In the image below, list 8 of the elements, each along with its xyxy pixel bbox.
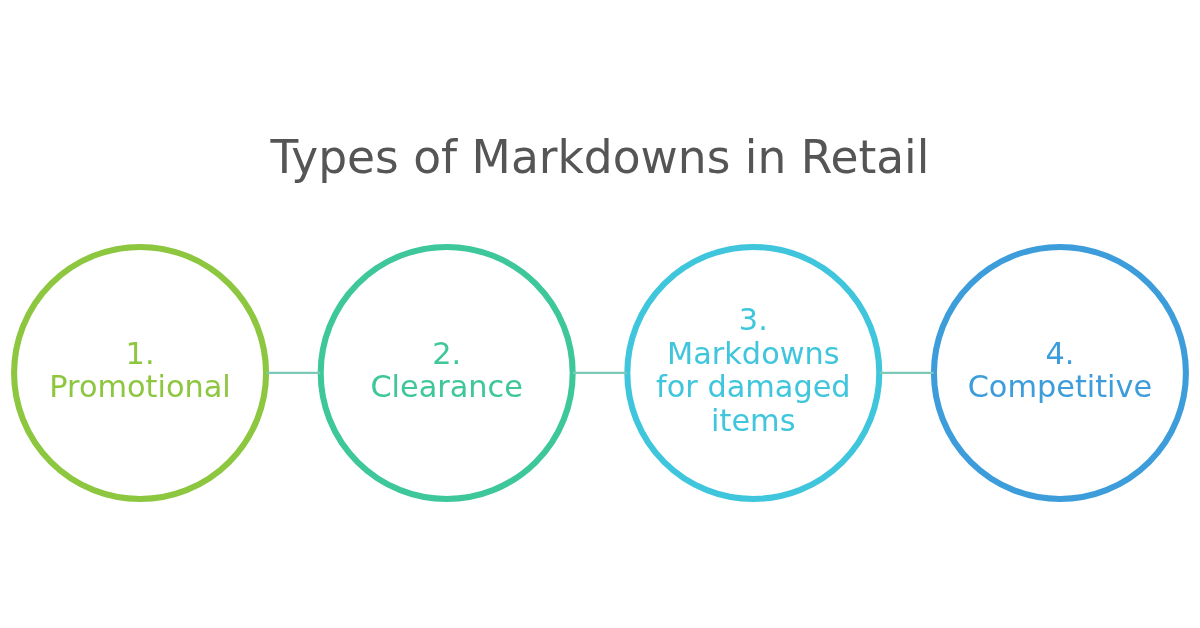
connector [879,371,934,374]
connector [573,371,627,374]
diagram-title: Types of Markdowns in Retail [270,130,930,184]
node-circle: 2. Clearance [317,243,576,502]
node-circle: 1. Promotional [11,243,270,502]
connector [266,371,321,374]
node-circle: 3. Markdowns for damaged items [624,243,883,502]
node-circle: 4. Competitive [930,243,1189,502]
